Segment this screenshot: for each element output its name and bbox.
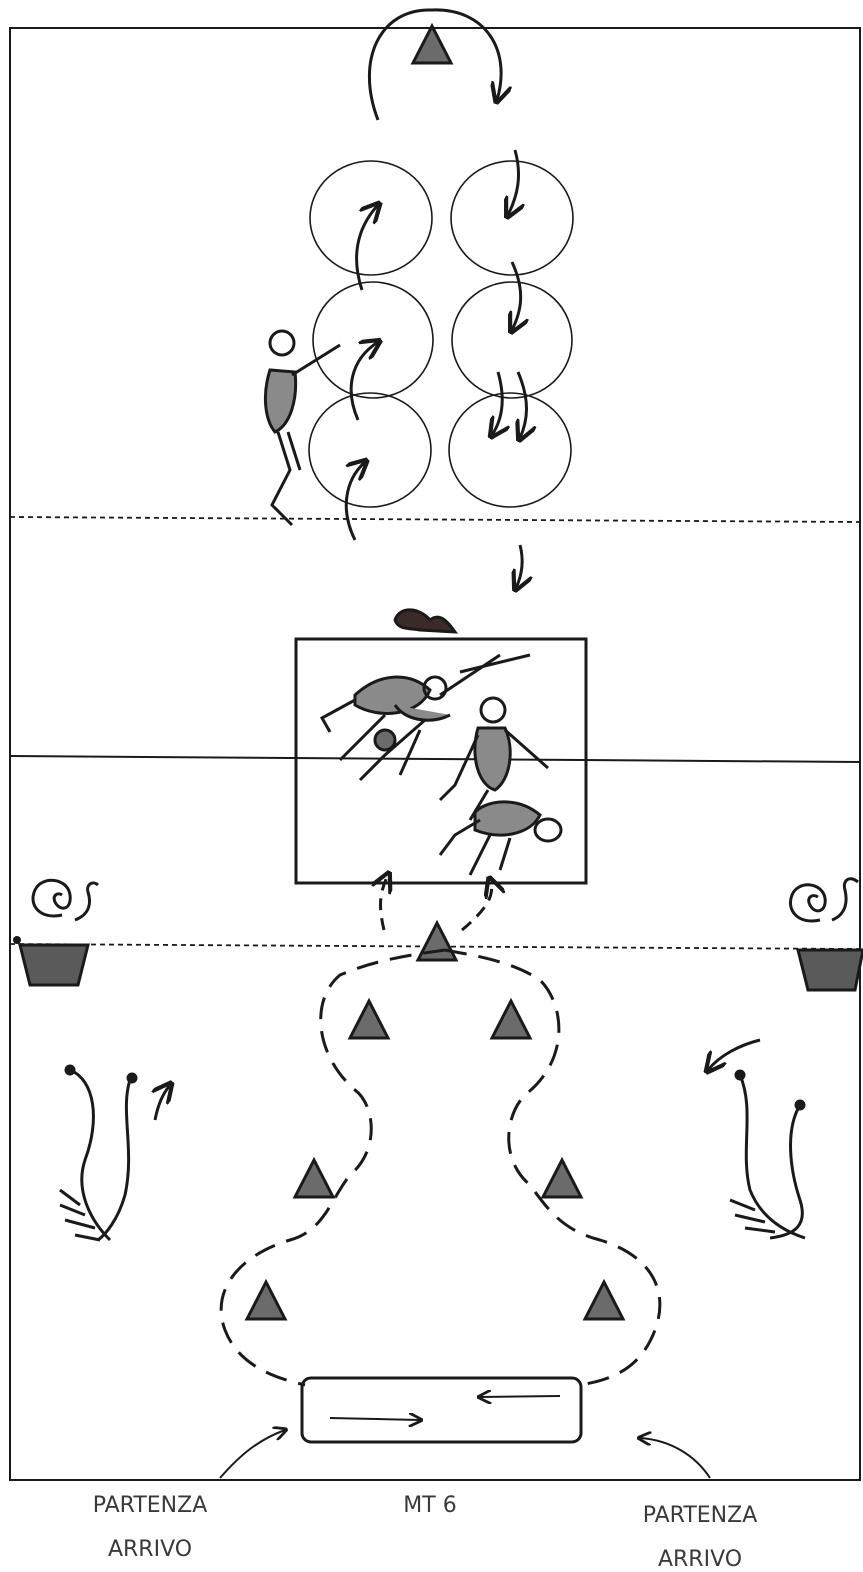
flow-arrow-icon <box>461 880 492 932</box>
snake-icon <box>13 936 21 944</box>
snake-icon <box>31 879 99 922</box>
flow-arrow-icon <box>480 1396 561 1397</box>
snake-icon <box>708 1038 806 1240</box>
dashed-line-top <box>9 516 861 523</box>
cone-icon <box>411 24 453 65</box>
cone-icon <box>583 1280 625 1321</box>
child-figure-icon <box>438 800 563 876</box>
child-figure-icon <box>438 696 549 821</box>
child-figure-icon <box>393 608 459 634</box>
label-partenza-left: PARTENZA <box>92 1493 208 1518</box>
flow-arrow-icon <box>640 1438 711 1479</box>
snake-icon <box>789 877 859 923</box>
snake-icon <box>59 1064 170 1242</box>
center-line <box>9 755 861 763</box>
distance-label: MT 6 <box>360 1495 500 1517</box>
child-figure-icon <box>264 329 341 527</box>
cone-icon <box>490 999 532 1040</box>
child-figure-icon <box>319 653 531 782</box>
bench-icon <box>300 1376 583 1444</box>
label-mt6: MT 6 <box>403 1493 457 1518</box>
field-outline <box>9 27 861 1481</box>
start-finish-label-left: PARTENZA ARRIVO <box>50 1495 250 1561</box>
cone-icon <box>245 1280 287 1321</box>
label-arrivo-left: ARRIVO <box>107 1537 193 1562</box>
cone-icon <box>293 1158 335 1199</box>
flow-arrow-icon <box>329 1418 420 1420</box>
label-arrivo-right: ARRIVO <box>657 1547 743 1572</box>
basket-icon <box>796 948 863 992</box>
slalom-path <box>219 948 662 1387</box>
start-finish-label-right: PARTENZA ARRIVO <box>600 1505 800 1571</box>
cone-icon <box>541 1158 583 1199</box>
mat-icon <box>294 637 588 885</box>
label-partenza-right: PARTENZA <box>642 1503 758 1528</box>
flow-arrow-icon <box>219 1430 285 1479</box>
cone-icon <box>348 999 390 1040</box>
hoop-icon <box>308 160 574 508</box>
basket-icon <box>18 943 90 987</box>
flow-arrow-icon <box>381 875 388 931</box>
flow-arrow-icon <box>368 8 501 121</box>
flow-arrow-icon <box>344 205 378 541</box>
flow-arrow-icon <box>492 149 527 588</box>
